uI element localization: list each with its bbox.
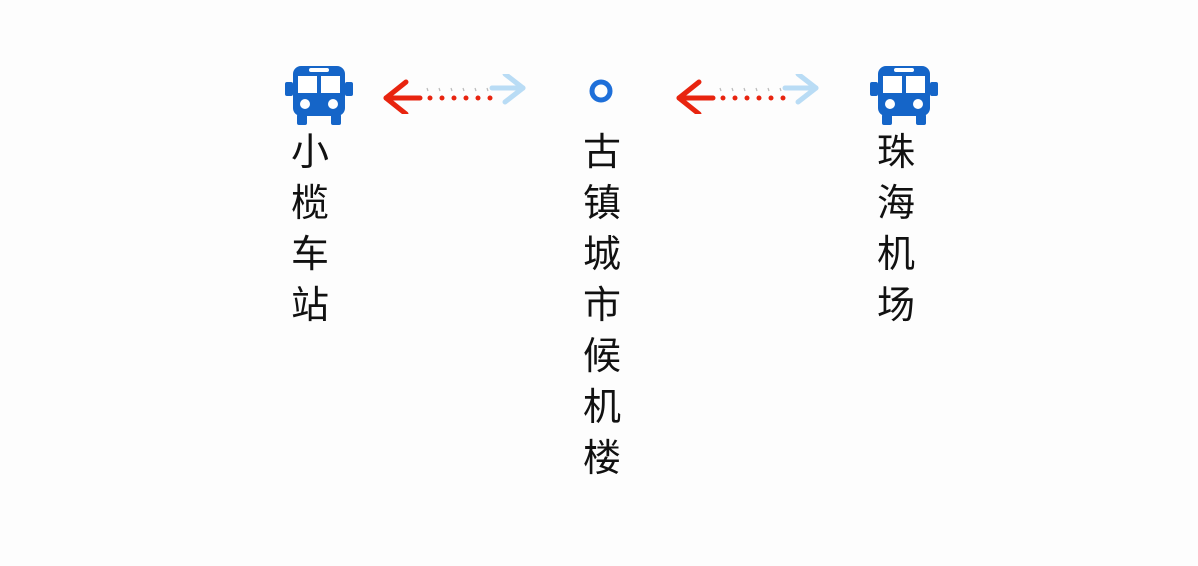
station-name: 古镇城市候机楼 — [583, 130, 622, 480]
station-name: 小榄车站 — [291, 130, 330, 327]
station-label-zhuhai-airport: 珠海机场 — [866, 127, 926, 331]
station-dot-icon — [589, 79, 613, 103]
bidirectional-arrow-icon — [380, 74, 530, 114]
bidirectional-arrow-icon — [673, 74, 823, 114]
bus-icon — [285, 64, 353, 126]
station-name: 珠海机场 — [877, 130, 916, 327]
station-label-xiaolan: 小榄车站 — [280, 127, 340, 331]
bus-icon — [870, 64, 938, 126]
station-label-guzhen: 古镇城市候机楼 — [572, 127, 632, 484]
